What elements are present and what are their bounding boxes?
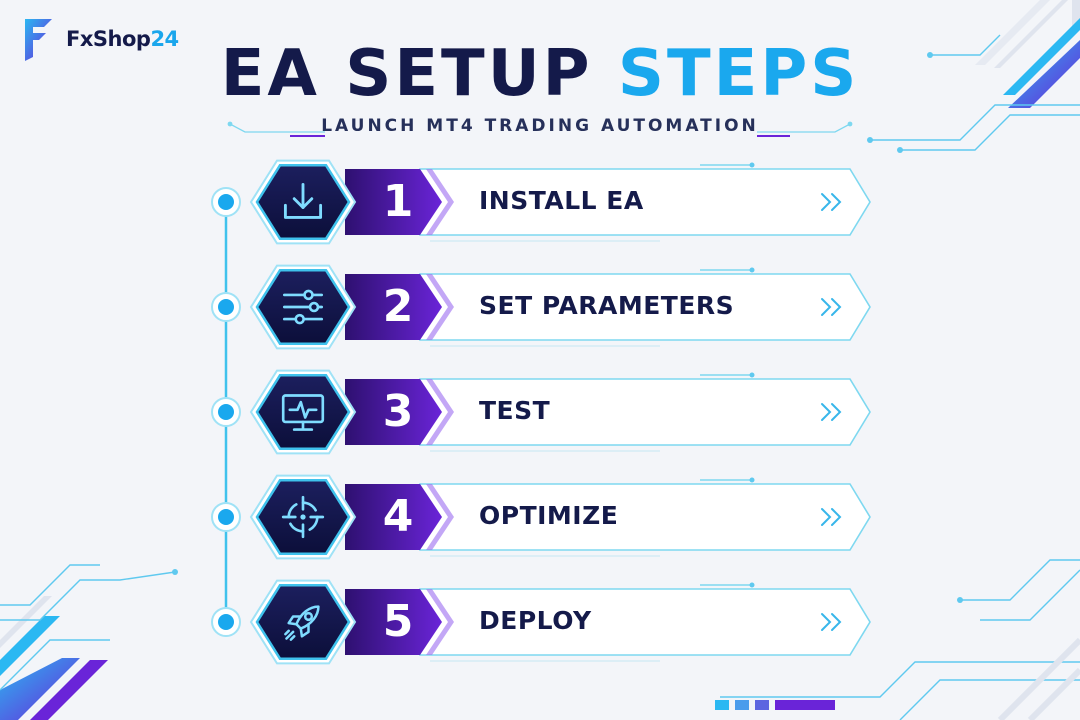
page-title: EA SETUP STEPS: [220, 37, 860, 111]
step-number: 1: [382, 176, 414, 227]
step-icon-hexagon: [255, 584, 351, 660]
step-row[interactable]: [211, 474, 871, 560]
step-row[interactable]: [211, 159, 871, 245]
chevron-right-icon[interactable]: [821, 508, 842, 526]
step-number: 5: [382, 596, 414, 647]
step-label: OPTIMIZE: [479, 501, 619, 530]
step-number: 3: [382, 386, 414, 437]
bottom-stripes: [715, 700, 835, 710]
sliders-icon: [282, 289, 324, 325]
step-number: 4: [382, 491, 414, 542]
step-number: 2: [382, 281, 414, 332]
step-number-block: [345, 274, 442, 340]
brand-logo[interactable]: FxShop24: [22, 16, 179, 62]
step-row[interactable]: [211, 369, 871, 455]
page-subtitle: LAUNCH MT4 TRADING AUTOMATION: [321, 116, 759, 136]
top-right-stripes: [975, 0, 1080, 108]
chevron-right-icon[interactable]: [821, 403, 842, 421]
step-label: TEST: [479, 396, 551, 425]
chevron-right-icon[interactable]: [821, 613, 842, 631]
step-row[interactable]: [211, 579, 871, 665]
bottom-left-stripes: [0, 596, 108, 720]
step-number-block: [345, 589, 442, 655]
step-number-block: [345, 484, 442, 550]
brand-name: FxShop24: [66, 27, 179, 51]
chevron-right-icon[interactable]: [821, 193, 842, 211]
step-label: DEPLOY: [479, 606, 592, 635]
chevron-right-icon[interactable]: [821, 298, 842, 316]
step-label: SET PARAMETERS: [479, 291, 735, 320]
step-number-block: [345, 169, 442, 235]
step-number-block: [345, 379, 442, 445]
step-label: INSTALL EA: [479, 186, 644, 215]
fx-logo-icon: [25, 19, 52, 61]
step-row[interactable]: [211, 264, 871, 350]
